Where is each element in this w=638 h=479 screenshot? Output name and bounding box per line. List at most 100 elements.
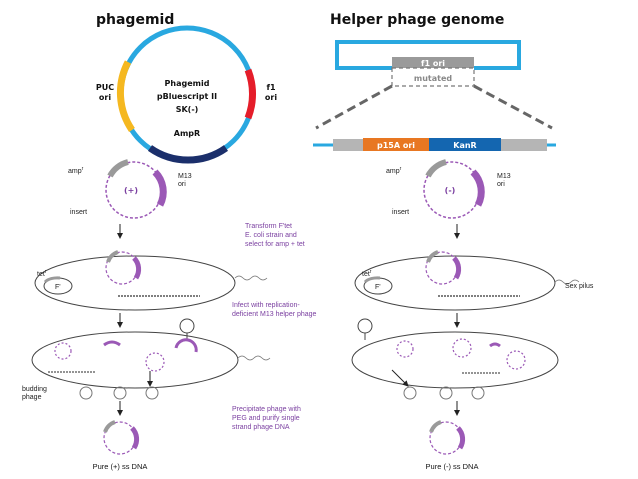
f1-ori-region-label: f1 ori [421,59,445,68]
right-host-cell [354,255,556,311]
note-precipitate-line3: strand phage DNA [232,424,290,431]
sex-pilus-label: Sex pilus [565,283,594,290]
left-host-cell-step: F' tetr [34,250,268,328]
right-amp-segment [425,159,447,178]
puc-ori-segment [116,60,135,132]
right-m13-label-line1: M13 [497,173,511,180]
right-ss-copy-2 [452,338,472,358]
budding-phage-label-line1: budding [22,386,47,393]
f1-ori-region [392,57,474,68]
left-pilus [234,275,268,281]
right-fprime-label: F' [375,284,381,291]
p15a-ori-block [363,138,429,151]
note-precipitate-line1: Precipitate phage with [232,406,301,413]
left-cell-amp-segment [106,250,119,263]
zoom-line-right [473,84,553,130]
left-budding-phage-2 [113,386,127,400]
ampr-segment [147,145,229,164]
right-plasmid-step: (-) ampr M13 ori insert [386,159,511,239]
left-infected-cell-step: budding phage [22,318,271,416]
mutated-box [391,67,475,87]
heading-phagemid: phagemid [96,12,174,28]
right-strand-label: (-) [445,186,456,195]
left-helper-phage-head [179,318,195,334]
note-transform-line2: E. coli strain and [245,232,297,239]
note-transform-line3: select for amp + tet [245,241,305,248]
left-amp-segment [107,159,129,178]
left-tet-segment [43,276,61,284]
left-m13-label-line2: ori [178,181,186,188]
right-infected-cell [351,331,559,389]
left-m13-segment [152,169,167,207]
zoom-line-left [315,84,393,130]
right-ss-copy-1 [396,340,414,358]
right-cell-m13-segment [452,256,462,280]
right-m13-label-line2: ori [497,181,505,188]
note-precipitate-line2: PEG and purify single [232,415,300,422]
helper-phage-genome-map: f1 ori mutated p15A ori KanR [313,40,556,151]
phagemid-name-line1: Phagemid [165,79,210,88]
right-helper-phage-head [357,318,373,334]
right-pilus [554,279,580,285]
heading-helper-phage-genome: Helper phage genome [330,12,504,28]
right-budding-phage-2 [439,386,453,400]
budding-phage-label-line2: phage [22,394,42,401]
left-plasmid-step: (+) ampr M13 ori insert [68,159,192,239]
left-tet-label: tetr [37,269,47,278]
left-ss-copy-1 [54,342,72,360]
right-result-label: Pure (-) ss DNA [426,462,479,471]
p15a-ori-label: p15A ori [377,141,415,150]
right-ss-copy-4 [489,342,501,348]
right-host-cell-step: F' tetr Sex pilus [354,250,594,328]
left-result-step: Pure (+) ss DNA [93,420,148,471]
mutated-label: mutated [414,74,453,83]
left-strand-label: (+) [124,186,138,195]
right-tet-segment [363,276,381,284]
phagemid-plasmid-map: Phagemid pBluescript II SK(-) PUC ori f1… [96,25,277,164]
right-m13-segment [470,169,485,207]
left-result-label: Pure (+) ss DNA [93,462,148,471]
left-budding-phage-1 [79,386,93,400]
ampr-label: AmpR [174,129,200,138]
kanr-block [429,138,501,151]
left-ss-copy-2 [103,340,121,347]
right-insert-label: insert [392,209,409,216]
f1-ori-segment [244,68,257,120]
puc-ori-label-line2: ori [99,93,111,102]
right-result-amp-segment [429,420,442,433]
right-ss-copy-3 [506,350,526,370]
left-m13-label-line1: M13 [178,173,192,180]
left-cell-m13-segment [132,256,142,280]
left-ss-copy-4 [174,338,198,353]
right-budding-phage-1 [403,386,417,400]
left-host-cell [34,255,236,311]
right-budding-phage-3 [471,386,485,400]
phagemid-name-line2: pBluescript II [157,92,217,101]
right-result-m13-segment [456,426,466,450]
f1-ori-label-line2: ori [265,93,277,102]
insert-grey-right [501,139,547,151]
right-amp-label: ampr [386,166,402,175]
left-ss-copy-3 [145,352,165,372]
left-insert-label: insert [70,209,87,216]
right-cell-amp-segment [426,250,439,263]
right-tet-label: tetr [362,269,372,278]
insert-grey-left [333,139,363,151]
puc-ori-label-line1: PUC [96,83,114,92]
left-fprime-label: F' [55,284,61,291]
left-infected-cell [31,331,239,389]
kanr-label: KanR [453,141,476,150]
left-budding-phage-3 [145,386,159,400]
procedure-notes: Transform F'tet E. coli strain and selec… [232,223,317,431]
left-amp-label: ampr [68,166,84,175]
right-result-step: Pure (-) ss DNA [426,420,479,471]
right-budding-arrow [391,369,409,387]
note-infect-line2: deficient M13 helper phage [232,311,317,318]
left-result-amp-segment [103,420,116,433]
phagemid-name-line3: SK(-) [176,105,199,114]
note-infect-line1: Infect with replication- [232,302,300,309]
left-result-m13-segment [130,426,140,450]
note-transform-line1: Transform F'tet [245,223,292,230]
right-infected-cell-step [351,318,559,416]
